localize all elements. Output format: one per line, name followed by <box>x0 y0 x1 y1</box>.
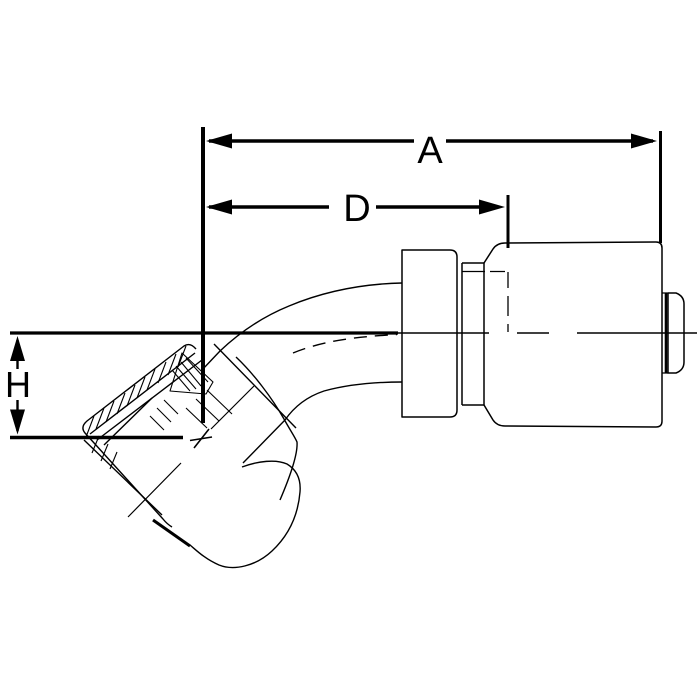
swivel-nut <box>82 343 301 569</box>
centerlines <box>127 332 697 518</box>
crimp-shell <box>401 241 685 428</box>
nut-chamfer-lower <box>83 439 163 516</box>
elbow-outer-top-curve <box>201 282 403 371</box>
section-hatching <box>85 345 187 470</box>
hidden-lines <box>462 270 509 332</box>
elbow-body <box>201 282 403 501</box>
nut-corner-thick-edge <box>152 518 191 548</box>
dimension-h: H <box>5 331 398 440</box>
end-cap-steps <box>662 292 668 374</box>
dim-d-arrow-left <box>206 199 232 215</box>
dim-h-label: H <box>5 364 31 405</box>
elbow-farside-contour-dashed <box>292 333 398 354</box>
dimension-a: A <box>201 127 662 423</box>
nut-outline <box>82 343 197 528</box>
elbow-farside-edge <box>213 343 297 429</box>
elbow-inner-cusp-curve <box>235 356 298 501</box>
dim-d-arrow-right <box>479 199 505 215</box>
dim-a-arrow-left <box>206 133 232 149</box>
dim-h-arrow-down <box>10 409 25 435</box>
end-cap-body <box>667 292 685 374</box>
shell-collar <box>401 249 458 418</box>
elbow-outer-bottom-curve <box>242 381 403 464</box>
dim-a-label: A <box>417 130 443 172</box>
angled-port-centerline <box>127 385 255 518</box>
dim-d-label: D <box>343 188 370 230</box>
dim-h-arrow-up <box>10 336 25 361</box>
shell-neck <box>461 262 485 406</box>
nut-front-face <box>189 460 301 569</box>
center-mark <box>189 428 213 449</box>
dim-a-arrow-right <box>631 133 657 149</box>
thread-detail <box>149 352 233 431</box>
dimension-d: D <box>206 188 510 248</box>
shell-body <box>483 241 663 428</box>
